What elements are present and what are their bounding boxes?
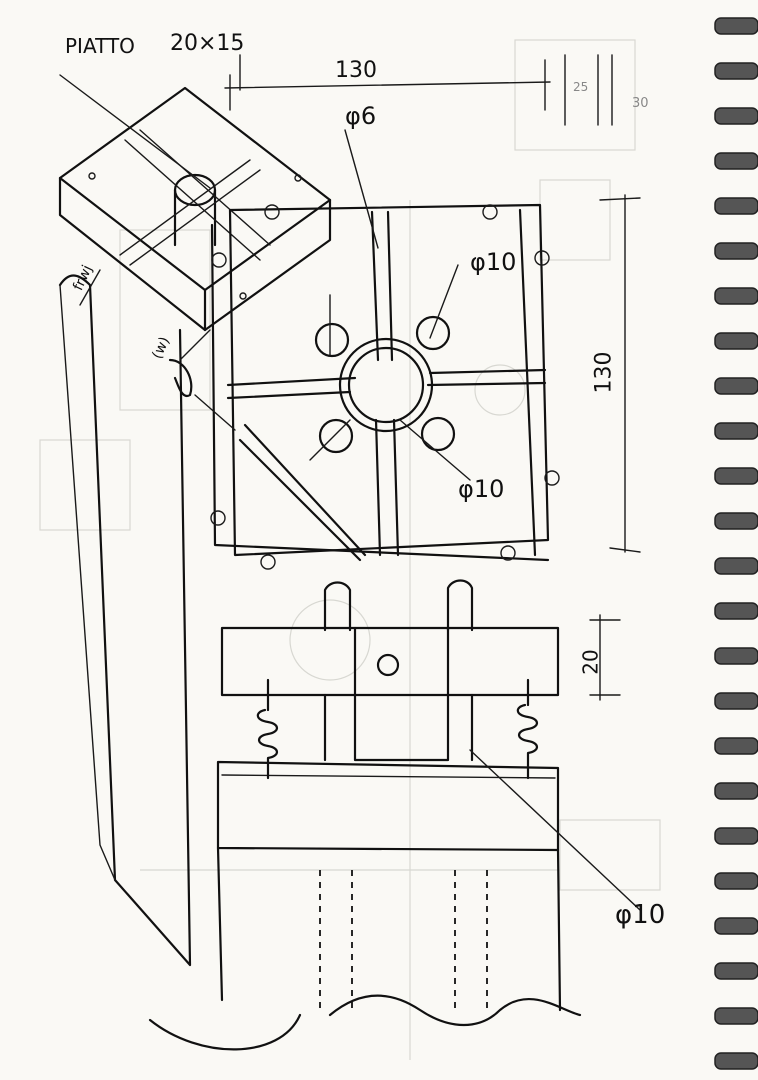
bolt-diameter-label: φ6: [345, 102, 377, 130]
dim-top: [224, 59, 551, 111]
spiral-ring: [714, 107, 758, 125]
spiral-ring: [714, 692, 758, 710]
plate-title: PIATTO: [65, 34, 135, 58]
plate-size: 20×15: [170, 31, 245, 56]
hole-diameter-label-b: φ10: [458, 475, 505, 503]
hole-diameter-label-a: φ10: [470, 248, 517, 276]
spiral-ring: [714, 782, 758, 800]
dim-right: [599, 194, 641, 553]
spiral-ring: [714, 917, 758, 935]
spiral-ring: [714, 17, 758, 35]
leader-lines: [79, 269, 211, 361]
spiral-ring: [714, 422, 758, 440]
spiral-ring: [714, 1052, 758, 1070]
spiral-ring: [714, 737, 758, 755]
rod-diameter-label: φ10: [615, 900, 666, 930]
dim-right-label: 130: [591, 351, 617, 394]
spiral-ring: [714, 827, 758, 845]
dim-inset: [564, 54, 613, 126]
dim-inset-30-label: 30: [632, 96, 649, 111]
spiral-binding: [714, 17, 758, 1070]
spiral-ring: [714, 512, 758, 530]
spiral-ring: [714, 332, 758, 350]
spiral-ring: [714, 872, 758, 890]
spiral-ring: [714, 62, 758, 80]
spiral-ring: [714, 287, 758, 305]
dim-thickness-label: 20: [578, 649, 603, 675]
left-support: [58, 274, 193, 967]
spiral-ring: [714, 602, 758, 620]
spiral-ring: [714, 242, 758, 260]
side-view: [148, 579, 641, 1051]
dim-top-label: 130: [335, 58, 377, 83]
spiral-ring: [714, 197, 758, 215]
ghost-bleedthrough: [39, 39, 661, 1060]
spiral-ring: [714, 152, 758, 170]
plate-isometric: [58, 54, 332, 332]
spiral-ring: [714, 962, 758, 980]
spiral-ring: [714, 377, 758, 395]
spiral-ring: [714, 467, 758, 485]
spiral-ring: [714, 1007, 758, 1025]
main-plate-top-view: [194, 129, 560, 570]
spiral-ring: [714, 647, 758, 665]
dim-inset-25-label: 25: [573, 80, 589, 94]
spiral-ring: [714, 557, 758, 575]
